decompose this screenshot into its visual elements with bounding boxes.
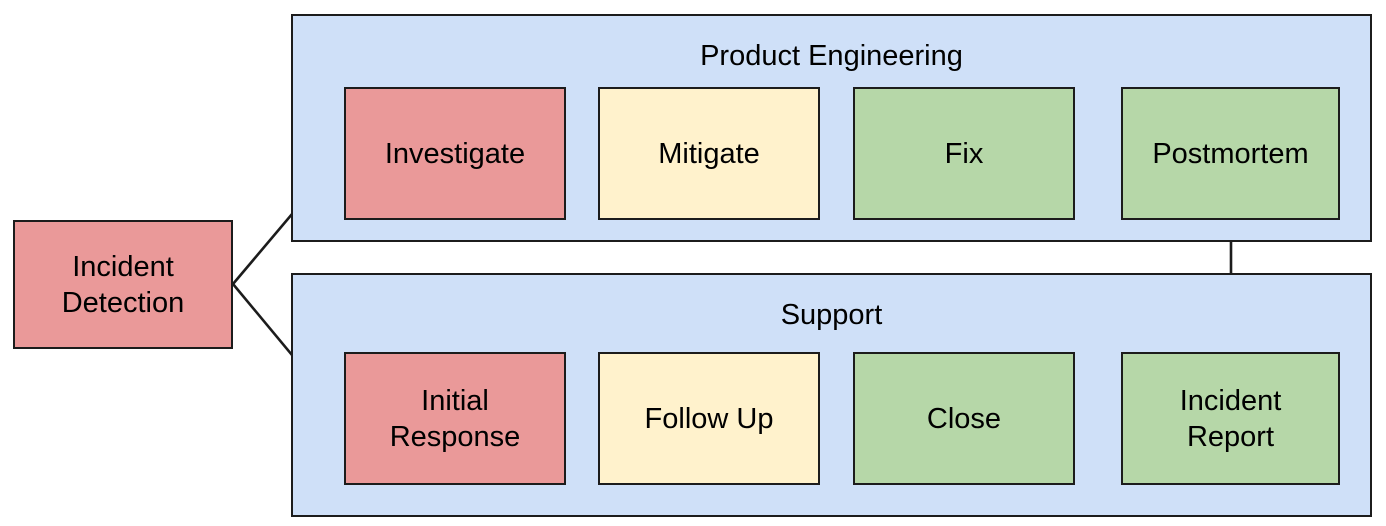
- lane-product-engineering-title: Product Engineering: [700, 40, 963, 72]
- node-investigate-label: Investigate: [384, 137, 526, 170]
- node-investigate[interactable]: Investigate: [344, 87, 566, 220]
- node-close-label: Close: [926, 402, 1002, 435]
- node-incident-report-label: Incident Report: [1179, 384, 1282, 453]
- node-initial-response-label: Initial Response: [389, 384, 521, 453]
- node-mitigate[interactable]: Mitigate: [598, 87, 820, 220]
- lane-support-title: Support: [780, 299, 883, 331]
- node-incident-detection-label: Incident Detection: [61, 250, 185, 319]
- node-postmortem-label: Postmortem: [1152, 137, 1309, 170]
- node-follow-up-label: Follow Up: [644, 402, 774, 435]
- node-mitigate-label: Mitigate: [658, 137, 760, 170]
- node-fix[interactable]: Fix: [853, 87, 1075, 220]
- node-initial-response[interactable]: Initial Response: [344, 352, 566, 485]
- node-close[interactable]: Close: [853, 352, 1075, 485]
- node-postmortem[interactable]: Postmortem: [1121, 87, 1340, 220]
- node-incident-detection[interactable]: Incident Detection: [13, 220, 233, 349]
- node-fix-label: Fix: [944, 137, 984, 170]
- node-incident-report[interactable]: Incident Report: [1121, 352, 1340, 485]
- node-follow-up[interactable]: Follow Up: [598, 352, 820, 485]
